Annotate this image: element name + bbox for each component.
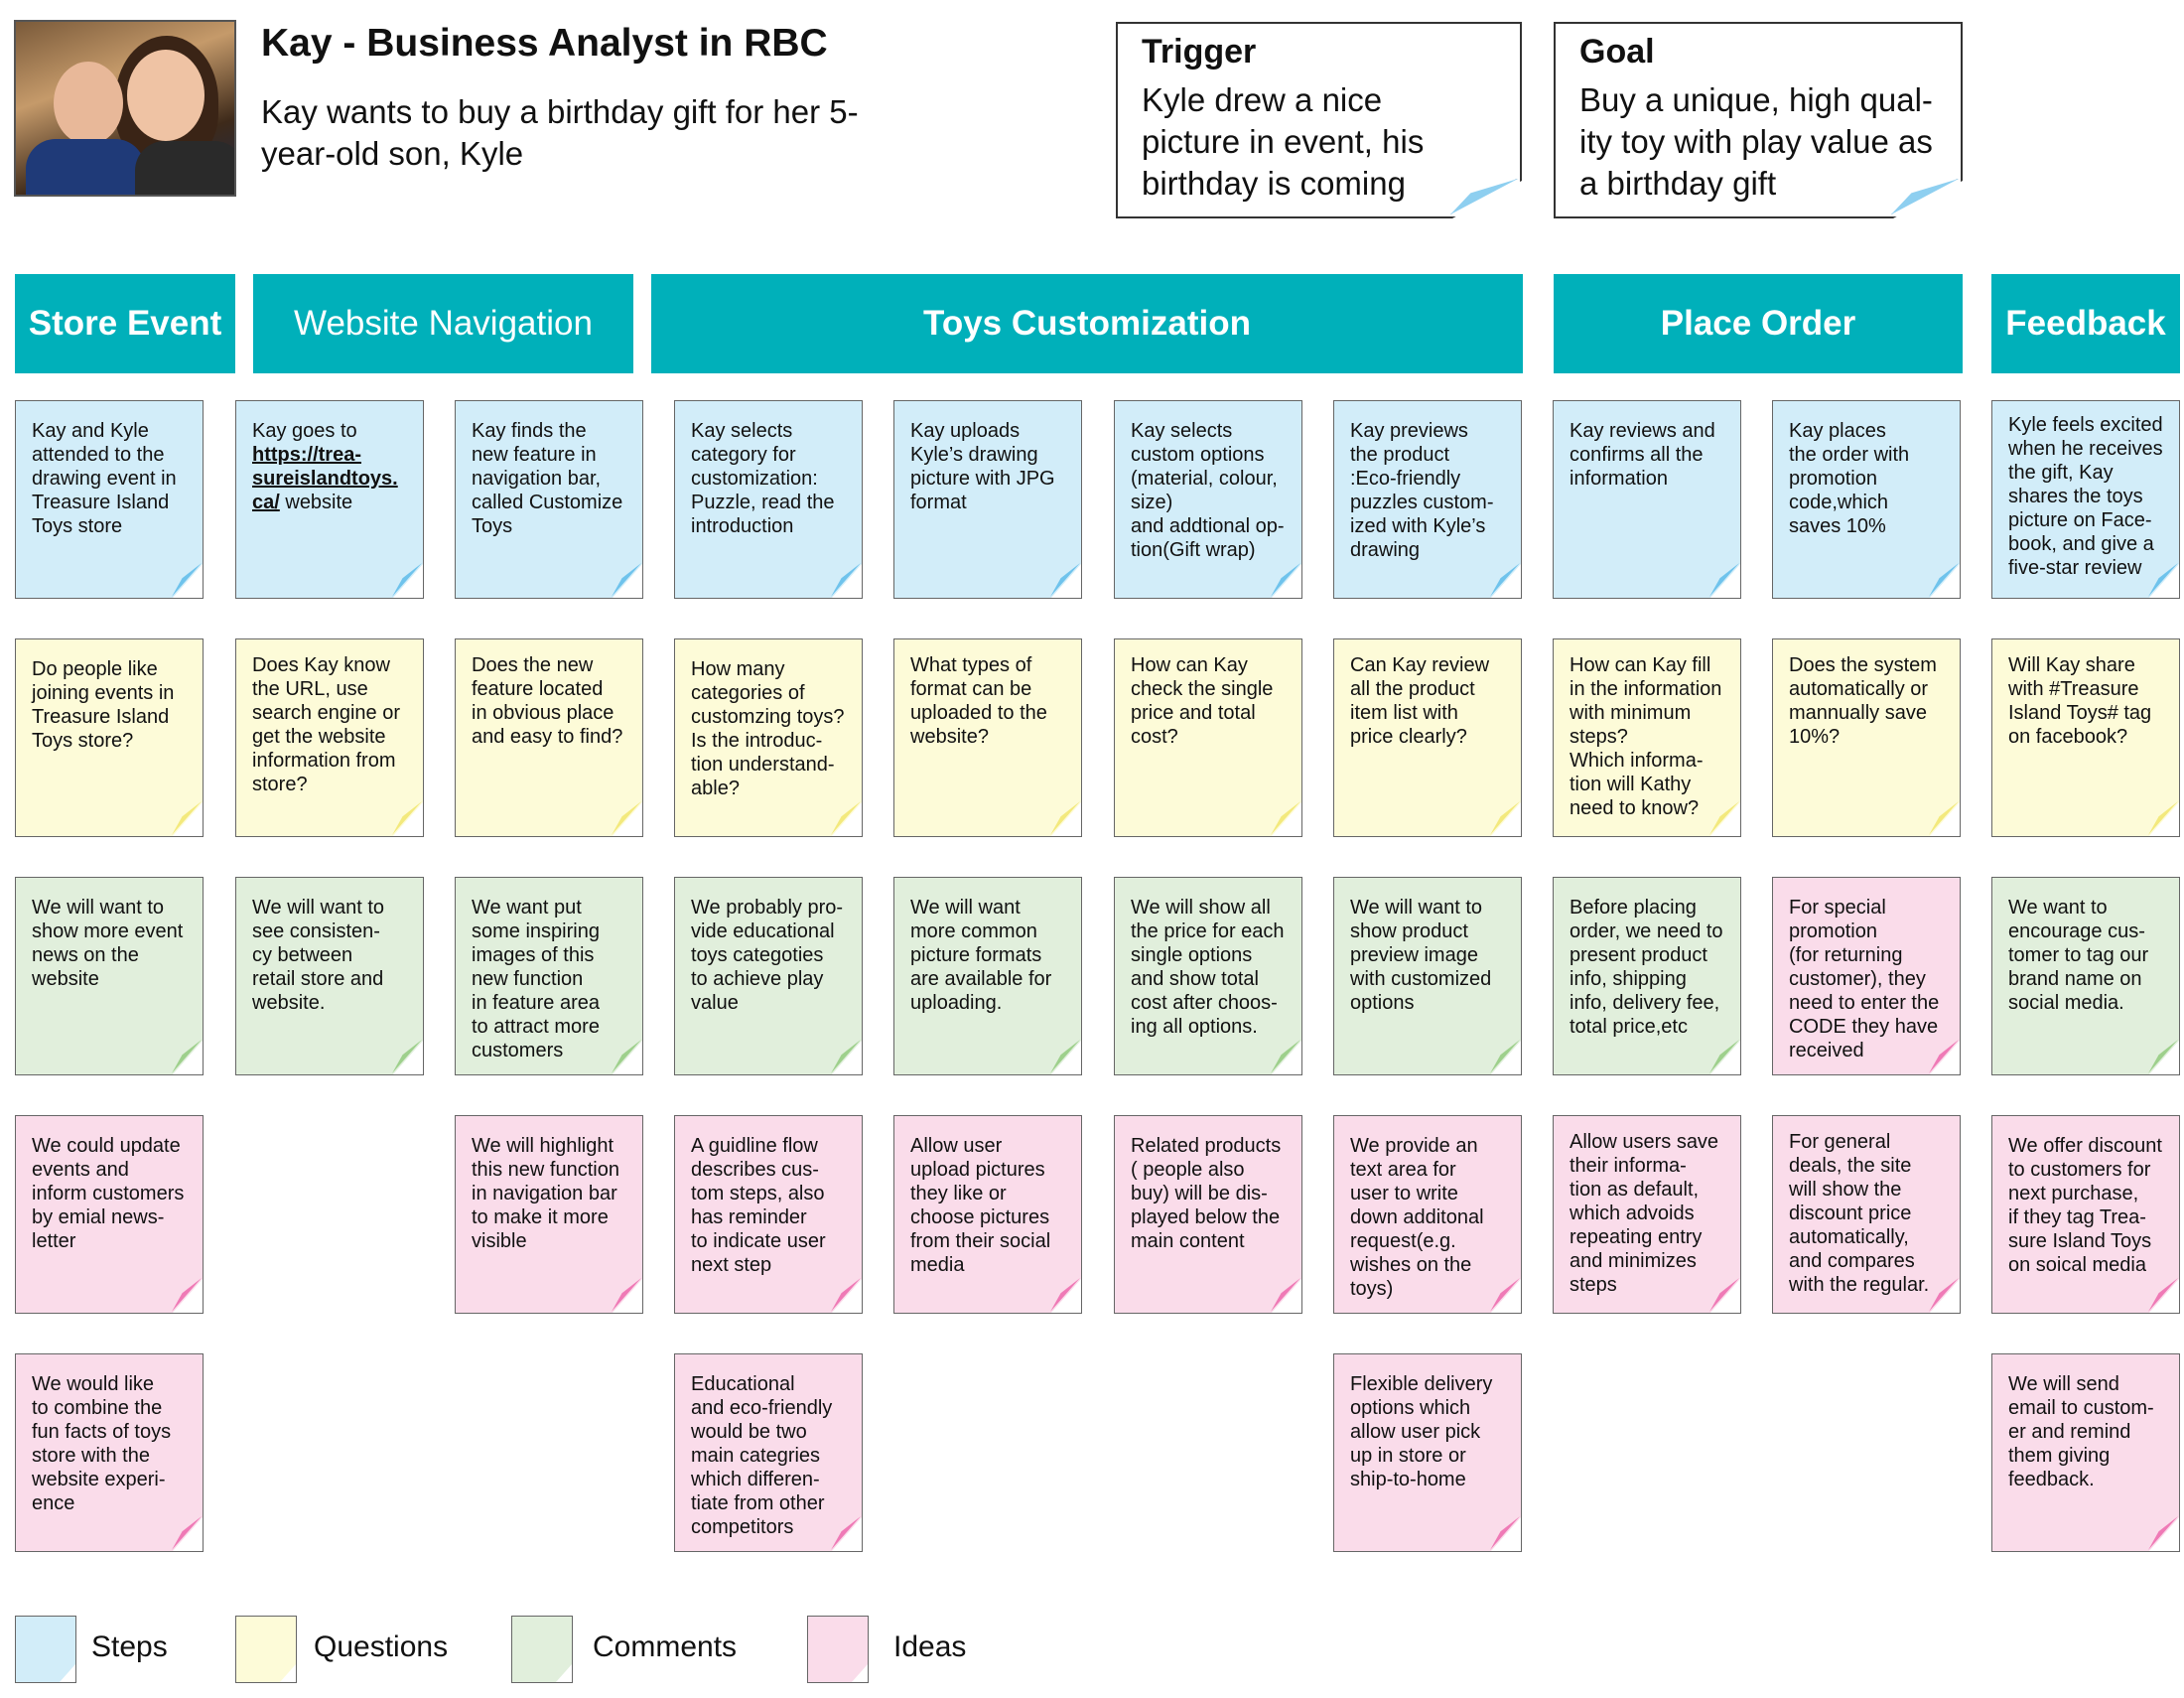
question-note: Do people like joining events in Treasur… (15, 638, 204, 837)
step-note: Kay selects category for customization: … (674, 400, 863, 599)
legend-swatch-comments (511, 1616, 573, 1683)
question-note: Can Kay review all the product item list… (1333, 638, 1522, 837)
question-note: Does the new feature located in obvious … (455, 638, 643, 837)
persona-title: Kay - Business Analyst in RBC (261, 22, 828, 65)
phase-store-event: Store Event (15, 274, 235, 373)
idea-note: Allow users save their informa- tion as … (1553, 1115, 1741, 1314)
idea-note: Flexible delivery options which allow us… (1333, 1353, 1522, 1552)
step-note: Kay reviews and confirms all the informa… (1553, 400, 1741, 599)
phase-website-navigation: Website Navigation (253, 274, 633, 373)
comment-note: We will want to show more event news on … (15, 877, 204, 1075)
phase-place-order: Place Order (1554, 274, 1963, 373)
step-note: Kay finds the new feature in navigation … (455, 400, 643, 599)
website-url-link[interactable]: https://trea-sureislandtoys.ca/ (252, 444, 398, 513)
comment-note: We will want to show product preview ima… (1333, 877, 1522, 1075)
step-note: Kay previews the product :Eco-friendly p… (1333, 400, 1522, 599)
question-note: Will Kay share with #Treasure Island Toy… (1991, 638, 2180, 837)
question-note: How can Kay fill in the information with… (1553, 638, 1741, 837)
goal-text: Buy a unique, high qual- ity toy with pl… (1579, 81, 1933, 202)
question-note: How many categories of customzing toys? … (674, 638, 863, 837)
question-note: Does Kay know the URL, use search engine… (235, 638, 424, 837)
idea-note: We will send email to custom- er and rem… (1991, 1353, 2180, 1552)
step-note: Kay and Kyle attended to the drawing eve… (15, 400, 204, 599)
question-note: Does the system automatically or mannual… (1772, 638, 1961, 837)
trigger-heading: Trigger (1142, 33, 1257, 71)
legend-label-questions: Questions (314, 1630, 449, 1663)
step-note: Kay selects custom options (material, co… (1114, 400, 1302, 599)
question-note: What types of format can be uploaded to … (893, 638, 1082, 837)
comment-note: We will want to see consisten- cy betwee… (235, 877, 424, 1075)
legend-label-steps: Steps (91, 1630, 168, 1663)
legend-swatch-steps (15, 1616, 76, 1683)
idea-note: We offer discount to customers for next … (1991, 1115, 2180, 1314)
step-note: Kay places the order with promotion code… (1772, 400, 1961, 599)
trigger-card: Trigger Kyle drew a nice picture in even… (1116, 22, 1522, 218)
persona-photo (14, 20, 236, 197)
idea-note: We would like to combine the fun facts o… (15, 1353, 204, 1552)
goal-heading: Goal (1579, 33, 1655, 71)
idea-note: Educational and eco-friendly would be tw… (674, 1353, 863, 1552)
idea-note: We provide an text area for user to writ… (1333, 1115, 1522, 1314)
idea-note: Related products ( people also buy) will… (1114, 1115, 1302, 1314)
phase-feedback: Feedback (1991, 274, 2180, 373)
idea-note: For general deals, the site will show th… (1772, 1115, 1961, 1314)
persona-scenario: Kay wants to buy a birthday gift for her… (261, 93, 859, 172)
legend-swatch-questions (235, 1616, 297, 1683)
comment-note: We want to encourage cus- tomer to tag o… (1991, 877, 2180, 1075)
question-note: How can Kay check the single price and t… (1114, 638, 1302, 837)
idea-note: We could update events and inform custom… (15, 1115, 204, 1314)
idea-note: For special promotion (for returning cus… (1772, 877, 1961, 1075)
idea-note: A guidline flow describes cus- tom steps… (674, 1115, 863, 1314)
idea-note: We will highlight this new function in n… (455, 1115, 643, 1314)
step-note: Kay goes to https://trea-sureislandtoys.… (235, 400, 424, 599)
legend-swatch-ideas (807, 1616, 869, 1683)
comment-note: We probably pro- vide educational toys c… (674, 877, 863, 1075)
goal-card: Goal Buy a unique, high qual- ity toy wi… (1554, 22, 1963, 218)
comment-note: We will want more common picture formats… (893, 877, 1082, 1075)
trigger-text: Kyle drew a nice picture in event, his b… (1142, 81, 1425, 202)
step-note: Kyle feels excited when he receives the … (1991, 400, 2180, 599)
comment-note: Before placing order, we need to present… (1553, 877, 1741, 1075)
idea-note: Allow user upload pictures they like or … (893, 1115, 1082, 1314)
step-note: Kay uploads Kyle’s drawing picture with … (893, 400, 1082, 599)
phase-toys-customization: Toys Customization (651, 274, 1523, 373)
legend-label-comments: Comments (593, 1630, 738, 1663)
legend-label-ideas: Ideas (893, 1630, 967, 1663)
comment-note: We want put some inspiring images of thi… (455, 877, 643, 1075)
comment-note: We will show all the price for each sing… (1114, 877, 1302, 1075)
